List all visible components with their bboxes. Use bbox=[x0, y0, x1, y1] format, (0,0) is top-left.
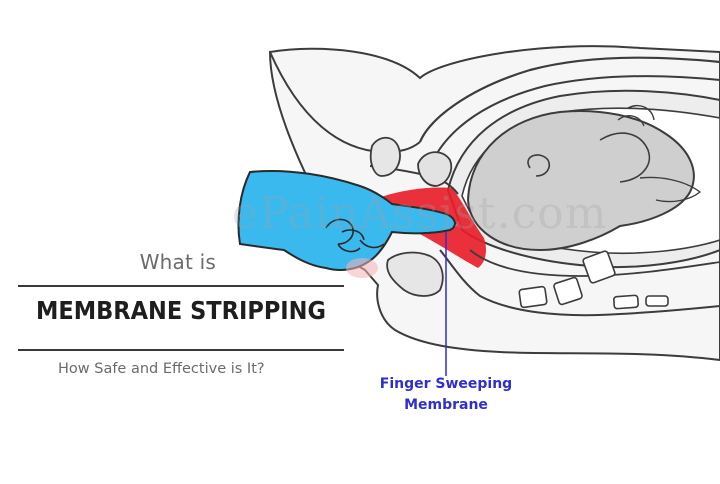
abdominal-wall-outer bbox=[418, 56, 720, 143]
cervix-upper bbox=[417, 151, 453, 187]
fetus-arm bbox=[599, 132, 651, 183]
entry-glow bbox=[346, 258, 378, 278]
page-title: MEMBRANE STRIPPING bbox=[36, 296, 326, 325]
fetus-ear bbox=[527, 154, 551, 177]
vertebra-1 bbox=[518, 285, 548, 309]
hand-fingers-detail bbox=[325, 218, 365, 253]
vertebra-2 bbox=[553, 276, 583, 306]
rule-top bbox=[18, 285, 344, 287]
watermark: ePainAssist.com bbox=[232, 188, 608, 239]
rule-bottom bbox=[18, 349, 344, 351]
callout-line-1: Finger Sweeping bbox=[379, 376, 513, 392]
buttock-fold bbox=[269, 51, 421, 154]
abdominal-wall-inner bbox=[431, 75, 720, 163]
callout-line-2: Membrane bbox=[404, 397, 488, 413]
vertebra-4 bbox=[613, 294, 639, 310]
fetus-knee bbox=[639, 176, 702, 203]
posterior-wall-inner bbox=[469, 249, 720, 277]
cervix-lower bbox=[386, 251, 444, 297]
hand-thumb-detail bbox=[359, 239, 385, 249]
vertebra-3 bbox=[582, 250, 616, 284]
fetus-fingers bbox=[617, 104, 655, 127]
vertebra-5 bbox=[645, 295, 669, 307]
pubic-bone bbox=[369, 136, 401, 177]
kicker-text: What is bbox=[139, 250, 216, 274]
callout-label: Finger Sweeping Membrane bbox=[376, 374, 516, 416]
fetus-body bbox=[466, 109, 695, 252]
posterior-wall bbox=[439, 249, 720, 317]
page-subtitle: How Safe and Effective is It? bbox=[58, 361, 265, 377]
